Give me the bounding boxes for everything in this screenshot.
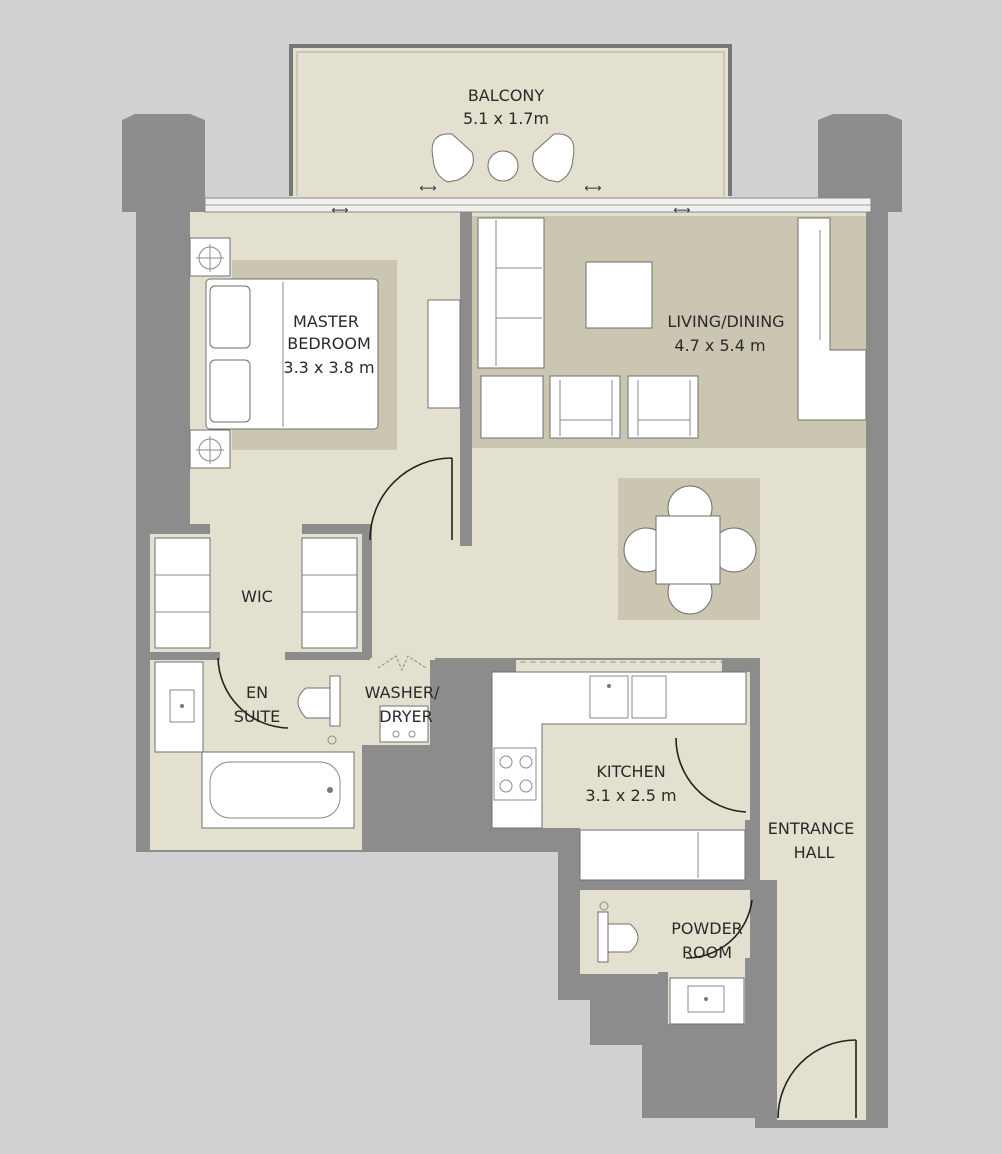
living-dining-size: 4.7 x 5.4 m <box>674 336 765 355</box>
window-line <box>204 197 872 213</box>
powder-vanity <box>669 977 745 1025</box>
kitchen-label: KITCHEN <box>596 762 665 781</box>
living-dining-label: LIVING/DINING <box>667 312 784 331</box>
coffee-table <box>585 261 653 329</box>
dining-table-set <box>623 485 757 615</box>
ensuite-door <box>217 657 289 729</box>
tv-unit <box>797 217 867 421</box>
balcony-chair-right <box>532 133 575 183</box>
kitchen-door <box>675 737 747 813</box>
master-bedroom-label-2: BEDROOM <box>287 334 371 353</box>
en-suite-label-1: EN <box>246 683 268 702</box>
washer-machine <box>379 705 429 743</box>
kitchen-size: 3.1 x 2.5 m <box>585 786 676 805</box>
armchair-2 <box>549 375 621 439</box>
toilet-icon <box>597 911 639 963</box>
washer-dryer-label-2: DRYER <box>379 707 432 726</box>
armchair-3 <box>627 375 699 439</box>
pillow-bottom <box>209 359 251 423</box>
bathtub-icon <box>201 751 355 829</box>
entrance-hall-label-2: HALL <box>794 843 835 862</box>
master-bedroom-label-1: MASTER <box>293 312 359 331</box>
kitchen-counter <box>491 671 747 829</box>
powder-room-label-1: POWDER <box>671 919 743 938</box>
washer-dryer-label-1: WASHER/ <box>365 683 440 702</box>
living-dining: LIVING/DINING 4.7 x 5.4 m <box>472 216 867 620</box>
kitchen: KITCHEN 3.1 x 2.5 m <box>491 661 747 881</box>
sink-icon <box>687 985 725 1013</box>
balcony-side-table <box>487 150 519 182</box>
en-suite: EN SUITE <box>152 657 362 830</box>
stove-icon <box>493 747 537 801</box>
en-suite-label-2: SUITE <box>234 707 280 726</box>
bedroom-door <box>369 457 453 541</box>
wic: WIC <box>154 537 358 649</box>
wic-shelf-right <box>301 537 358 649</box>
balcony-chair-left <box>431 133 474 183</box>
balcony-size: 5.1 x 1.7m <box>463 109 549 128</box>
sink-icon <box>589 675 667 719</box>
sink-icon <box>169 689 195 723</box>
pillow-top <box>209 285 251 349</box>
svg-text:⟷: ⟷ <box>331 203 348 217</box>
entrance-hall: ENTRANCE HALL <box>768 819 857 1119</box>
kitchen-island <box>579 829 746 881</box>
balcony-label: BALCONY <box>468 86 545 105</box>
wic-label: WIC <box>241 587 273 606</box>
washer-dryer: WASHER/ DRYER <box>365 655 440 744</box>
sofa <box>477 217 545 369</box>
double-arrow-icon: ⟷ ⟷ ⟷ ⟷ <box>331 181 690 217</box>
svg-text:⟷: ⟷ <box>673 203 690 217</box>
powder-room-label-2: ROOM <box>682 943 732 962</box>
entrance-door <box>777 1039 857 1119</box>
internal-walls <box>150 212 888 1122</box>
svg-text:⟷: ⟷ <box>419 181 436 195</box>
wic-shelf-left <box>154 537 211 649</box>
powder-room: POWDER ROOM <box>597 899 753 1025</box>
toilet-icon <box>297 675 341 727</box>
vanity <box>154 661 204 753</box>
master-bedroom-size: 3.3 x 3.8 m <box>283 358 374 377</box>
armchair-1 <box>480 375 544 439</box>
master-bedroom: MASTER BEDROOM 3.3 x 3.8 m <box>189 237 461 469</box>
wardrobe-unit <box>427 299 461 409</box>
balcony-area <box>289 44 732 202</box>
entrance-hall-label-1: ENTRANCE <box>768 819 855 838</box>
powder-door <box>685 899 753 959</box>
svg-text:⟷: ⟷ <box>584 181 601 195</box>
